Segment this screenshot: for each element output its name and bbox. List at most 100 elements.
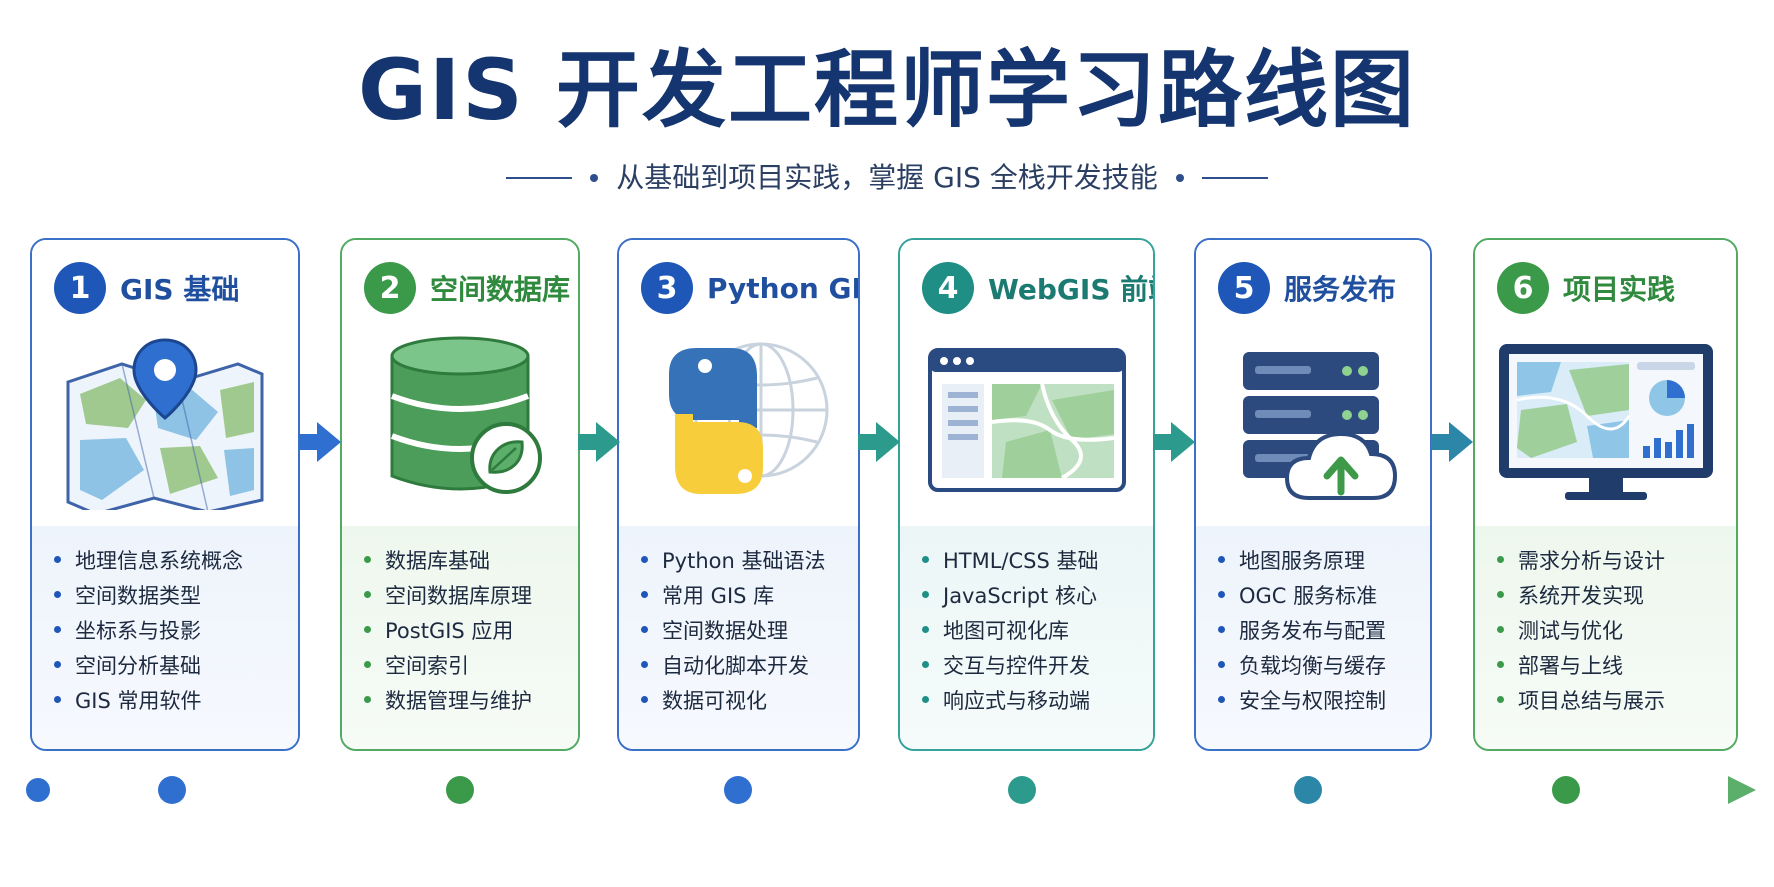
list-item: 部署与上线 [1497,647,1665,682]
bullet-icon [1218,661,1225,668]
bullet-icon [922,591,929,598]
stage-number-badge: 4 [922,262,974,314]
list-item: 常用 GIS 库 [641,577,825,612]
stage-number-badge: 1 [54,262,106,314]
stage-card-3: 3 Python GIS Python 基础语法 常用 GIS 库 空间数据处理… [617,238,860,751]
bullet-icon [54,626,61,633]
arrow-right-icon [1153,422,1195,462]
stage-item-list: 地理信息系统概念 空间数据类型 坐标系与投影 空间分析基础 GIS 常用软件 [54,542,243,717]
bullet-icon [641,696,648,703]
bullet-icon [1497,556,1504,563]
stage-illustration [32,330,298,520]
stage-illustration [1475,330,1736,520]
list-item: Python 基础语法 [641,542,825,577]
stage-card-4: 4 WebGIS 前端 HTML/CSS 基础 JavaScript 核心 地图… [898,238,1155,751]
list-item: 空间数据类型 [54,577,243,612]
stage-header: 3 Python GIS [641,262,858,314]
timeline-node-4 [1008,776,1036,804]
stage-illustration [900,330,1153,520]
arrow-right-icon [578,422,620,462]
bullet-icon [364,696,371,703]
stage-illustration [619,330,858,520]
timeline-node-2 [446,776,474,804]
card-bottom [1196,526,1430,749]
stage-number-badge: 5 [1218,262,1270,314]
list-item: OGC 服务标准 [1218,577,1386,612]
stage-number-badge: 3 [641,262,693,314]
subtitle: 从基础到项目实践，掌握 GIS 全栈开发技能 [616,161,1158,194]
stage-number-badge: 6 [1497,262,1549,314]
card-bottom [900,526,1153,749]
page-title: GIS 开发工程师学习路线图 [358,41,1416,139]
list-item: 需求分析与设计 [1497,542,1665,577]
stage-header: 1 GIS 基础 [54,262,239,314]
list-item: 地理信息系统概念 [54,542,243,577]
subtitle-left-line [506,177,573,179]
monitor-dashboard-icon [1498,344,1713,500]
list-item: 数据可视化 [641,682,825,717]
list-item: 服务发布与配置 [1218,612,1386,647]
bullet-icon [364,626,371,633]
list-item: 测试与优化 [1497,612,1665,647]
bullet-icon [54,556,61,563]
stage-card-1: 1 GIS 基础 地理信息系统概念 空间数据类型 坐标系与投影 空间分析基础 G… [30,238,300,751]
bullet-icon [1218,556,1225,563]
list-item: 响应式与移动端 [922,682,1099,717]
stage-illustration [1196,330,1430,520]
server-cloud-upload-icon [1243,352,1398,500]
bullet-icon [922,696,929,703]
timeline-arrowhead-icon [1728,776,1756,804]
arrow-right-icon [299,422,341,462]
bullet-icon [922,661,929,668]
list-item: 空间分析基础 [54,647,243,682]
list-item: 坐标系与投影 [54,612,243,647]
bullet-icon [641,661,648,668]
list-item: 地图服务原理 [1218,542,1386,577]
stage-header: 6 项目实践 [1497,262,1675,314]
list-item: 空间数据处理 [641,612,825,647]
bullet-icon [364,556,371,563]
bullet-icon [1497,591,1504,598]
list-item: 空间数据库原理 [364,577,532,612]
progress-timeline [26,772,1756,808]
list-item: HTML/CSS 基础 [922,542,1099,577]
stage-header: 5 服务发布 [1218,262,1396,314]
list-item: PostGIS 应用 [364,612,532,647]
stage-title: Python GIS [707,271,858,305]
bullet-icon [364,591,371,598]
timeline-node-5 [1294,776,1322,804]
list-item: 项目总结与展示 [1497,682,1665,717]
browser-map-icon [927,348,1126,492]
stage-title: 空间数据库 [430,273,571,306]
card-bottom [32,526,298,749]
card-bottom [342,526,578,749]
bullet-icon [54,591,61,598]
subtitle-row: 从基础到项目实践，掌握 GIS 全栈开发技能 [0,158,1774,198]
stage-title: WebGIS 前端 [988,273,1153,306]
subtitle-right-dot [1175,174,1184,182]
timeline-node-3 [724,776,752,804]
list-item: 系统开发实现 [1497,577,1665,612]
bullet-icon [364,661,371,668]
card-bottom [1475,526,1736,749]
timeline-node-1 [158,776,186,804]
bullet-icon [1497,696,1504,703]
list-item: 空间索引 [364,647,532,682]
map-pin-icon [66,338,264,510]
stage-number-badge: 2 [364,262,416,314]
bullet-icon [1218,696,1225,703]
list-item: 地图可视化库 [922,612,1099,647]
stage-card-5: 5 服务发布 地图服务原理 OGC 服务标准 服务发布与配置 负载均衡与缓存 安… [1194,238,1432,751]
timeline-node-6 [1552,776,1580,804]
stage-item-list: 数据库基础 空间数据库原理 PostGIS 应用 空间索引 数据管理与维护 [364,542,532,717]
stage-header: 2 空间数据库 [364,262,570,314]
subtitle-right-line [1201,177,1268,179]
bullet-icon [54,661,61,668]
list-item: 数据库基础 [364,542,532,577]
timeline-start-node [26,778,50,802]
bullet-icon [641,556,648,563]
list-item: 交互与控件开发 [922,647,1099,682]
stage-item-list: HTML/CSS 基础 JavaScript 核心 地图可视化库 交互与控件开发… [922,542,1099,717]
bullet-icon [641,626,648,633]
stage-title: GIS 基础 [120,273,240,306]
